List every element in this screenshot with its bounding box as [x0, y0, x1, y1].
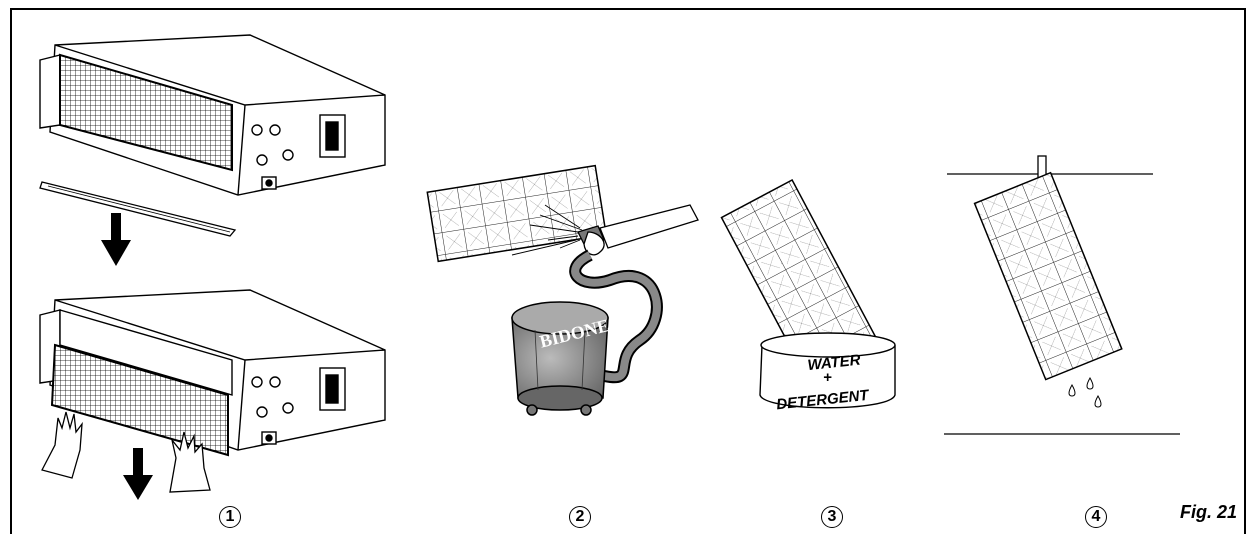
water-drops: [1069, 378, 1101, 407]
filter-panel: [975, 173, 1122, 380]
arrow-down-icon: [101, 213, 131, 266]
step-number-4: 4: [1085, 506, 1107, 528]
step-number-2: 2: [569, 506, 591, 528]
step-number-1: 1: [219, 506, 241, 528]
basin-label-line2: +: [823, 369, 832, 386]
filter-panel: [427, 166, 606, 262]
figure-label: Fig. 21: [1180, 502, 1237, 523]
fan-coil-unit-bottom: [40, 290, 385, 455]
step-number-3: 3: [821, 506, 843, 528]
fan-coil-unit-top: [40, 35, 385, 195]
arrow-down-icon: [123, 448, 153, 500]
